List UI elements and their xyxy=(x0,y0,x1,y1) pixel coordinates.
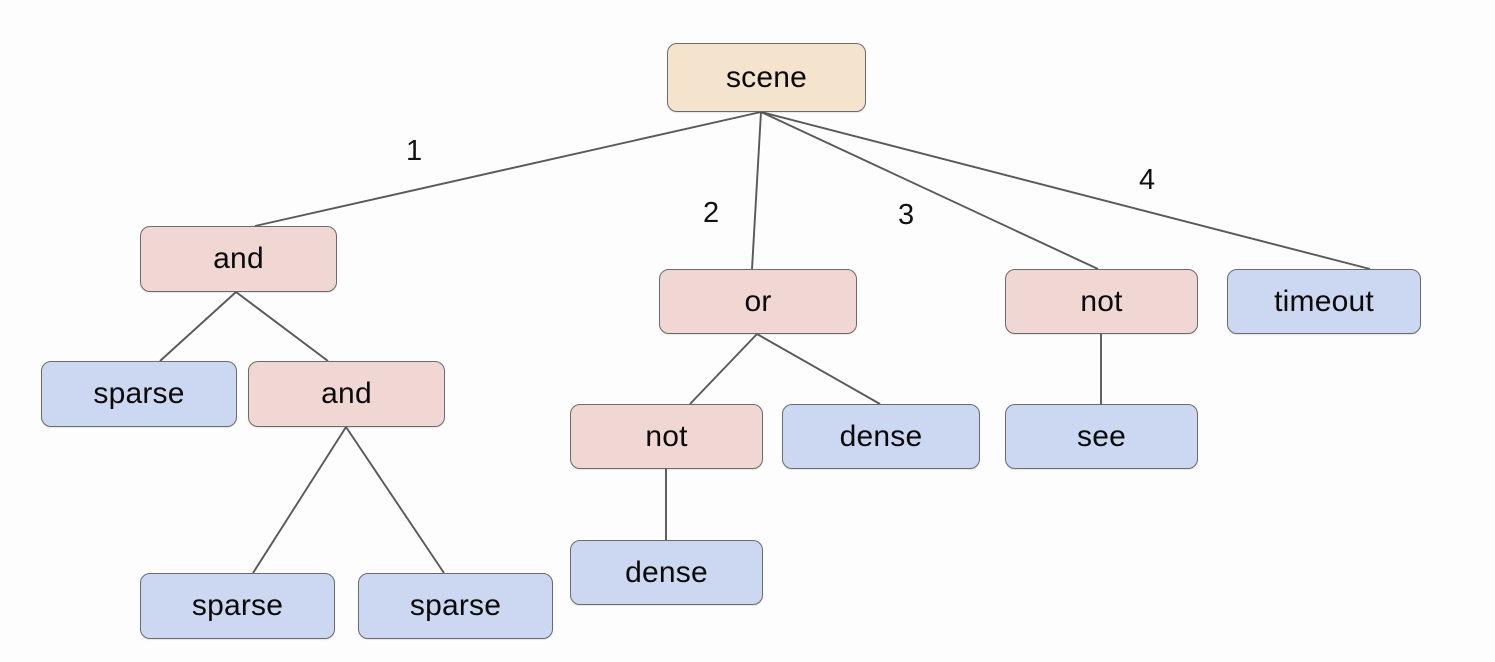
tree-node-scene[interactable]: scene xyxy=(667,43,866,112)
tree-node-label: not xyxy=(645,419,688,453)
tree-edge xyxy=(760,111,1099,270)
edge-label-2: 2 xyxy=(703,197,720,229)
tree-edge xyxy=(235,291,329,362)
tree-node-label: sparse xyxy=(409,589,502,622)
tree-edge xyxy=(252,426,347,574)
tree-node-label: scene xyxy=(725,60,808,94)
tree-node-label: dense xyxy=(839,419,923,453)
tree-node-sparse1[interactable]: sparse xyxy=(41,361,237,427)
tree-node-or1[interactable]: or xyxy=(659,269,857,334)
tree-edge xyxy=(345,426,445,574)
edge-label-4: 4 xyxy=(1139,164,1156,196)
tree-node-label: see xyxy=(1077,419,1126,453)
edge-label-3: 3 xyxy=(898,199,915,231)
tree-edge xyxy=(689,333,758,405)
tree-node-see1[interactable]: see xyxy=(1005,404,1198,469)
tree-node-label: sparse xyxy=(93,377,185,410)
tree-node-not2[interactable]: not xyxy=(1005,269,1198,334)
tree-node-and1[interactable]: and xyxy=(140,226,337,292)
tree-edge xyxy=(751,111,762,270)
tree-node-not1[interactable]: not xyxy=(570,404,763,469)
tree-node-sparse2[interactable]: sparse xyxy=(140,573,335,639)
edge-label-1: 1 xyxy=(406,135,423,167)
tree-node-label: sparse xyxy=(191,589,284,622)
tree-node-dense1[interactable]: dense xyxy=(782,404,980,469)
tree-node-label: or xyxy=(744,284,772,318)
tree-edge xyxy=(254,111,762,227)
tree-edge xyxy=(760,111,1371,270)
tree-node-label: and xyxy=(213,242,264,275)
tree-node-label: dense xyxy=(625,555,708,589)
tree-edge xyxy=(159,291,237,362)
tree-node-label: not xyxy=(1080,284,1123,318)
tree-node-label: and xyxy=(321,377,372,410)
tree-node-dense2[interactable]: dense xyxy=(570,540,763,605)
tree-node-timeout[interactable]: timeout xyxy=(1227,269,1421,334)
tree-node-label: timeout xyxy=(1274,284,1374,318)
tree-node-and2[interactable]: and xyxy=(248,361,445,427)
tree-node-sparse3[interactable]: sparse xyxy=(358,573,553,639)
tree-edge xyxy=(756,333,881,405)
